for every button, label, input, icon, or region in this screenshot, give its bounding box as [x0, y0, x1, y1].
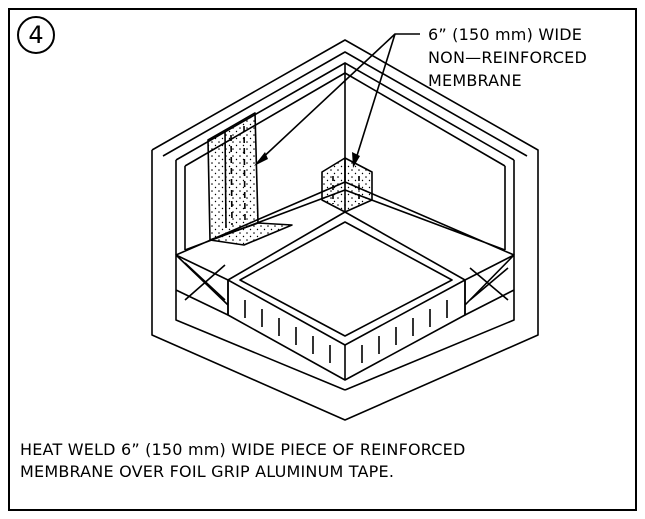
callout-label-line1: 6” (150 mm) WIDE — [428, 25, 583, 44]
callout-label-line2: NON—REINFORCED — [428, 48, 587, 67]
caption-line1: HEAT WELD 6” (150 mm) WIDE PIECE OF REIN… — [20, 440, 466, 459]
left-side-block — [175, 254, 346, 391]
parapet-wall-outline — [151, 39, 539, 285]
floor-left-edge — [175, 181, 346, 256]
caption-line2: MEMBRANE OVER FOIL GRIP ALUMINUM TAPE. — [20, 462, 395, 481]
left-wall-patch-inner — [224, 130, 227, 229]
leader-arrow-right — [352, 152, 360, 168]
leader-arrow-left — [254, 152, 268, 166]
wall-inner-face-second — [184, 72, 506, 250]
deck-ticks — [244, 300, 448, 363]
drawing-frame — [8, 8, 637, 511]
deck-top-inner — [239, 221, 453, 337]
bottom-edge — [151, 285, 539, 421]
right-corner-patch — [321, 157, 373, 213]
left-wall-patch — [207, 112, 259, 241]
step-number-circle: 4 — [17, 16, 55, 54]
parapet-wall-inner-line — [162, 51, 528, 157]
deck-front — [227, 280, 466, 381]
floor-right-edge — [344, 181, 515, 256]
left-side-cross — [184, 262, 226, 301]
callout-leader-left — [257, 33, 420, 163]
step-number: 4 — [28, 21, 44, 49]
right-side-cross — [469, 267, 509, 301]
left-patch-dashes — [230, 125, 246, 226]
wall-inner-face — [175, 62, 515, 255]
right-patch-dashes — [332, 176, 360, 204]
callout-leader-right — [354, 33, 396, 163]
callout-label-line3: MEMBRANE — [428, 71, 522, 90]
